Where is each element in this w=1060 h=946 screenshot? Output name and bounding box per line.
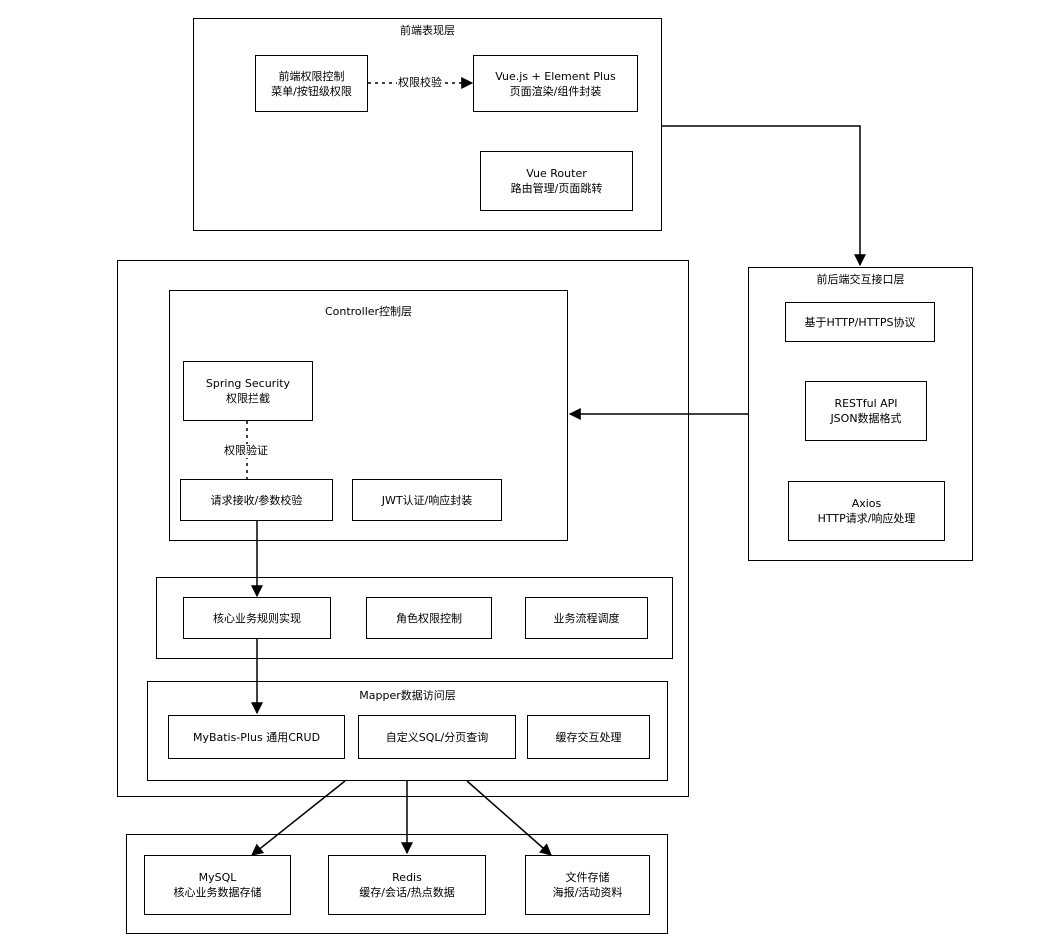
node-line: 缓存/会话/热点数据 <box>359 886 455 899</box>
node-line: 角色权限控制 <box>396 611 462 625</box>
node-vue-element-plus: Vue.js + Element Plus 页面渲染/组件封装 <box>473 55 638 112</box>
node-line: Redis <box>392 871 422 884</box>
node-frontend-perm-control: 前端权限控制 菜单/按钮级权限 <box>255 55 368 112</box>
node-vue-router: Vue Router 路由管理/页面跳转 <box>480 151 633 211</box>
node-axios: Axios HTTP请求/响应处理 <box>788 481 945 541</box>
frontend-layer-title: 前端表现层 <box>400 24 455 37</box>
node-http-protocol: 基于HTTP/HTTPS协议 <box>785 302 935 342</box>
node-jwt-auth: JWT认证/响应封装 <box>352 479 502 521</box>
node-line: Axios <box>851 497 882 510</box>
node-custom-sql: 自定义SQL/分页查询 <box>358 715 516 759</box>
backend-container <box>117 260 689 797</box>
interface-layer-title: 前后端交互接口层 <box>816 273 905 286</box>
node-line: 请求接收/参数校验 <box>210 493 303 507</box>
node-line: 核心业务数据存储 <box>173 886 262 899</box>
node-line: Spring Security <box>205 377 291 390</box>
service-layer <box>156 577 673 659</box>
node-request-validation: 请求接收/参数校验 <box>180 479 333 521</box>
node-restful-api: RESTful API JSON数据格式 <box>805 381 927 441</box>
mapper-layer-title: Mapper数据访问层 <box>359 689 456 702</box>
node-cache-interaction: 缓存交互处理 <box>527 715 650 759</box>
node-line: 自定义SQL/分页查询 <box>385 730 489 744</box>
interface-layer <box>748 267 973 561</box>
node-role-permission: 角色权限控制 <box>366 597 492 639</box>
node-mysql: MySQL 核心业务数据存储 <box>144 855 291 915</box>
node-line: JSON数据格式 <box>830 412 902 425</box>
node-line: 核心业务规则实现 <box>213 611 301 625</box>
mapper-layer <box>147 681 668 781</box>
frontend-layer <box>193 18 662 231</box>
node-line: 权限拦截 <box>226 392 270 405</box>
node-line: 文件存储 <box>565 871 610 884</box>
node-core-business-rules: 核心业务规则实现 <box>183 597 331 639</box>
node-line: MySQL <box>198 871 237 884</box>
node-line: RESTful API <box>834 397 898 410</box>
node-line: 页面渲染/组件封装 <box>509 84 602 98</box>
edge-label-perm-verify: 权限验证 <box>223 444 269 458</box>
node-line: Vue.js + Element Plus <box>495 69 616 83</box>
node-line: MyBatis-Plus 通用CRUD <box>192 730 321 744</box>
node-line: Vue Router <box>526 167 587 180</box>
node-line: 菜单/按钮级权限 <box>271 84 352 98</box>
node-line: 前端权限控制 <box>278 69 345 83</box>
node-line: HTTP请求/响应处理 <box>817 512 916 525</box>
node-line: JWT认证/响应封装 <box>381 493 473 507</box>
controller-layer <box>169 290 568 541</box>
node-line: 基于HTTP/HTTPS协议 <box>804 315 916 329</box>
node-line: 缓存交互处理 <box>555 730 622 744</box>
node-line: 业务流程调度 <box>553 611 620 625</box>
node-mybatis-crud: MyBatis-Plus 通用CRUD <box>168 715 345 759</box>
node-business-flow: 业务流程调度 <box>525 597 648 639</box>
storage-layer <box>126 834 668 934</box>
node-file-storage: 文件存储 海报/活动资料 <box>525 855 650 915</box>
node-line: 路由管理/页面跳转 <box>510 182 603 195</box>
node-line: 海报/活动资料 <box>552 886 623 899</box>
controller-layer-title: Controller控制层 <box>324 305 413 318</box>
edge-frontend-to-interface <box>662 125 866 267</box>
node-redis: Redis 缓存/会话/热点数据 <box>328 855 486 915</box>
node-spring-security: Spring Security 权限拦截 <box>183 361 313 421</box>
edge-label-perm-check: 权限校验 <box>397 76 443 90</box>
